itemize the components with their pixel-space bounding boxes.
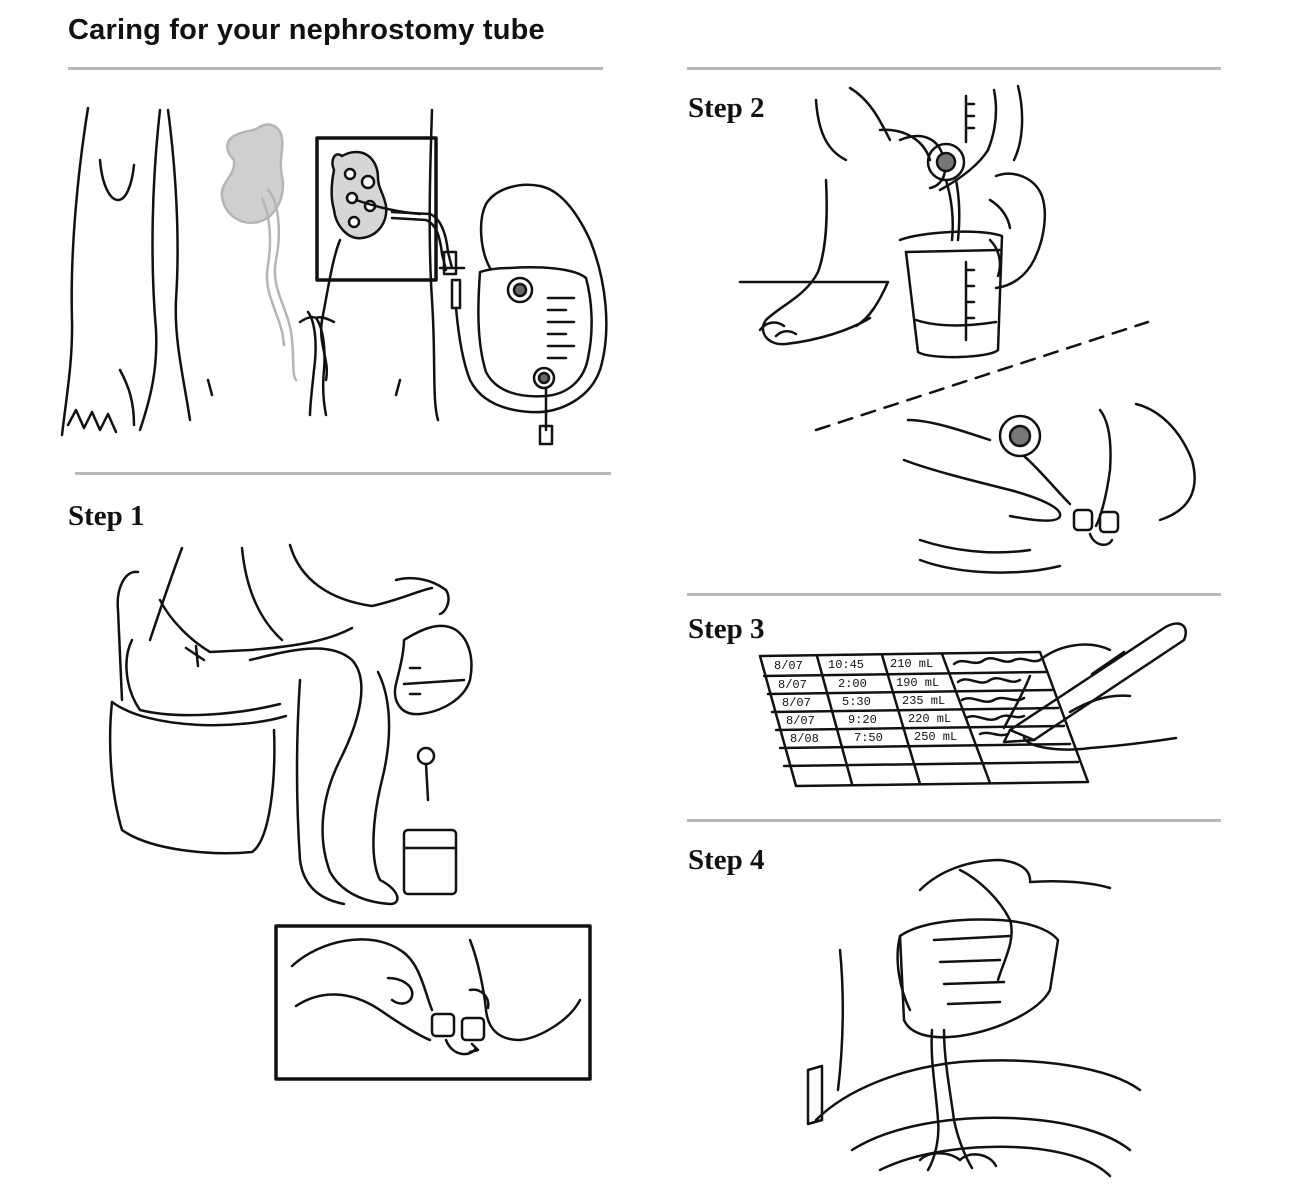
- drainage-tube-and-bag-icon: [390, 183, 608, 446]
- log-date-2: 8/07: [778, 678, 807, 692]
- log-volume-2: 190 mL: [896, 676, 939, 690]
- step-4-label: Step 4: [688, 844, 765, 876]
- divider-step4: [687, 819, 1221, 822]
- step4-pouring-illustration: [806, 858, 1142, 1178]
- divider-step2: [687, 67, 1221, 70]
- divider-step1: [75, 472, 611, 475]
- log-time-2: 2:00: [838, 677, 867, 691]
- log-time-4: 9:20: [848, 713, 877, 727]
- overview-body-illustration: [60, 106, 440, 437]
- log-volume-4: 220 mL: [908, 712, 951, 726]
- kidney-left-icon: [220, 123, 298, 382]
- step-3-label: Step 3: [688, 613, 765, 645]
- log-volume-5: 250 mL: [914, 730, 957, 744]
- step2-draining-illustration: [738, 84, 1196, 574]
- step1-inset-box: [274, 924, 592, 1081]
- step-1-label: Step 1: [68, 500, 145, 532]
- step1-person-on-toilet-illustration: [108, 543, 473, 906]
- page-title: Caring for your nephrostomy tube: [68, 14, 545, 46]
- log-date-3: 8/07: [782, 696, 811, 710]
- divider-step3: [687, 593, 1221, 596]
- step-2-label: Step 2: [688, 92, 765, 124]
- log-volume-1: 210 mL: [890, 657, 933, 671]
- log-time-3: 5:30: [842, 695, 871, 709]
- log-date-1: 8/07: [774, 659, 803, 673]
- pen-and-hand-icon: [1002, 622, 1187, 751]
- divider-title: [68, 67, 603, 70]
- log-time-5: 7:50: [854, 731, 883, 745]
- log-date-4: 8/07: [786, 714, 815, 728]
- log-time-1: 10:45: [828, 658, 864, 672]
- kidney-inset-box: [315, 136, 438, 382]
- step3-log-table-illustration: [758, 650, 1090, 788]
- log-date-5: 8/08: [790, 732, 819, 746]
- log-volume-3: 235 mL: [902, 694, 945, 708]
